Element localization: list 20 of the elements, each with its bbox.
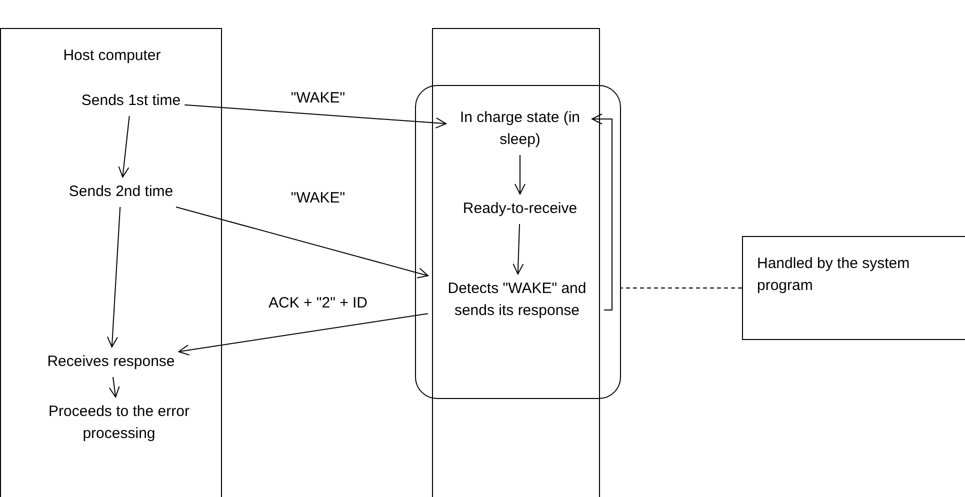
arrow <box>176 206 428 278</box>
step-text: Sends 1st time <box>81 90 181 112</box>
note-box: Handled by the system program <box>742 236 965 340</box>
step-text: Receives response <box>47 351 175 373</box>
arrow <box>178 313 428 356</box>
arrow <box>184 104 446 128</box>
step-text: Sends 2nd time <box>68 181 174 203</box>
rounded-frame <box>415 85 621 399</box>
arrow <box>514 154 526 194</box>
step-text: Detects "WAKE" and sends its response <box>432 278 602 322</box>
step-text: In charge state (in sleep) <box>450 107 590 151</box>
lane-heading: Host computer <box>63 47 161 64</box>
arrow <box>108 376 120 398</box>
lane-column <box>0 28 222 497</box>
step-text: Ready-to-receive <box>462 198 578 220</box>
arrow <box>512 224 524 274</box>
arrow <box>592 114 612 310</box>
arrow <box>118 116 130 178</box>
arrow <box>106 206 121 348</box>
step-text: Proceeds to the error processing <box>44 401 194 445</box>
